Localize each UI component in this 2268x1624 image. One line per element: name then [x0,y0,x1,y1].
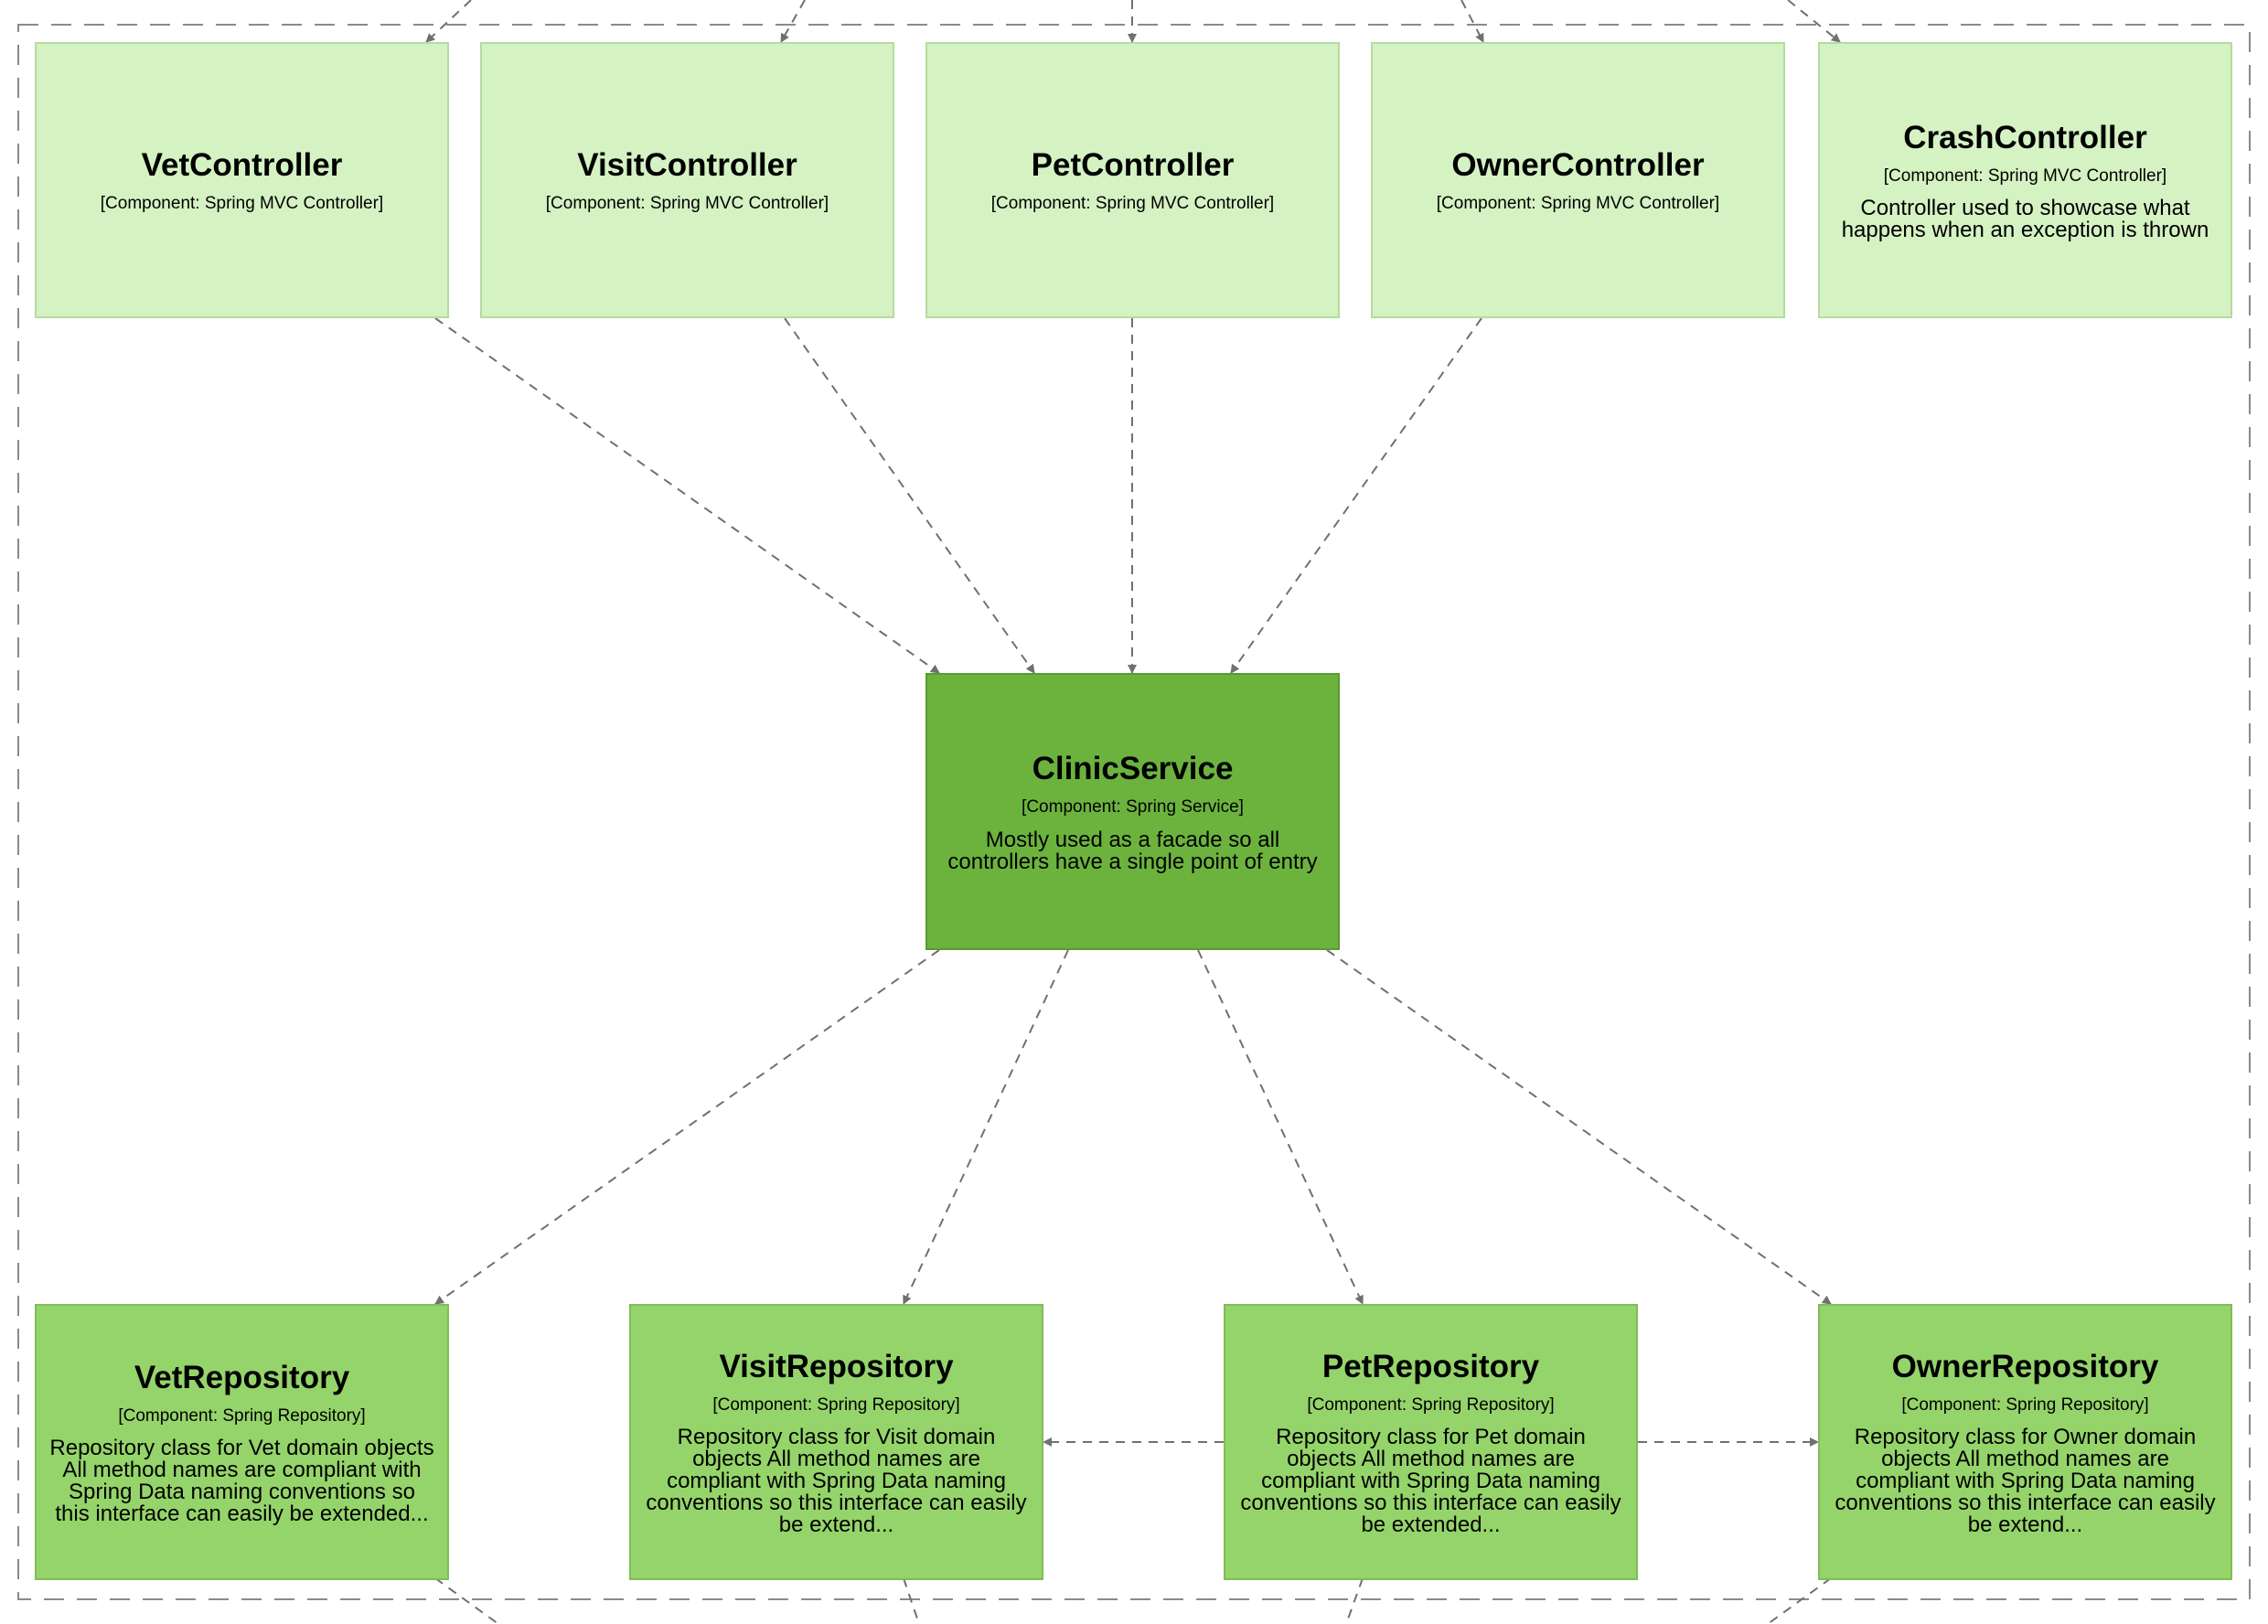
relationship-arrow-clinic-service-to-pet-repository [1197,949,1364,1305]
outgoing-line-pet-repository [1345,1577,1364,1624]
component-technology: [Component: Spring MVC Controller] [545,193,829,213]
relationship-arrow-visit-controller-to-clinic-service [784,317,1035,674]
incoming-arrow-owner-controller [1460,0,1484,43]
visit-repository-box[interactable]: VisitRepository [Component: Spring Repos… [629,1304,1043,1580]
component-technology: [Component: Spring Repository] [1901,1394,2149,1415]
component-name: OwnerRepository [1891,1348,2159,1384]
component-description: Mostly used as a facade so all controlle… [947,827,1318,874]
component-name: PetController [1031,146,1235,183]
relationship-arrow-clinic-service-to-visit-repository [903,949,1069,1305]
component-description: Repository class for Pet domain objects … [1240,1425,1621,1538]
component-name: OwnerController [1451,146,1705,183]
relationship-arrow-clinic-service-to-vet-repository [434,949,940,1305]
component-technology: [Component: Spring MVC Controller] [1883,166,2167,186]
pet-repository-box[interactable]: PetRepository [Component: Spring Reposit… [1224,1304,1638,1580]
component-description: Repository class for Vet domain objects … [49,1436,434,1527]
component-technology: [Component: Spring MVC Controller] [1436,193,1720,213]
component-technology: [Component: Spring MVC Controller] [990,193,1275,213]
incoming-arrow-vet-controller [425,0,472,43]
component-technology: [Component: Spring MVC Controller] [100,193,384,213]
owner-controller-box[interactable]: OwnerController [Component: Spring MVC C… [1371,42,1785,318]
owner-repository-box[interactable]: OwnerRepository [Component: Spring Repos… [1818,1304,2232,1580]
component-description: Repository class for Visit domain object… [646,1425,1027,1538]
pet-controller-box[interactable]: PetController [Component: Spring MVC Con… [925,42,1340,318]
component-description: Repository class for Owner domain object… [1835,1425,2216,1538]
relationship-arrow-vet-controller-to-clinic-service [434,317,940,674]
component-name: CrashController [1903,119,2147,155]
relationship-arrow-clinic-service-to-owner-repository [1326,949,1832,1305]
incoming-arrow-crash-controller [1787,0,1841,43]
component-technology: [Component: Spring Repository] [1307,1394,1555,1415]
component-name: VisitRepository [719,1348,954,1384]
outgoing-line-visit-repository [903,1577,920,1624]
clinic-service-box[interactable]: ClinicService [Component: Spring Service… [925,673,1340,950]
component-technology: [Component: Spring Repository] [118,1405,366,1426]
component-name: ClinicService [1032,751,1234,787]
relationship-arrow-owner-controller-to-clinic-service [1230,317,1482,674]
crash-controller-box[interactable]: CrashController [Component: Spring MVC C… [1818,42,2232,318]
component-technology: [Component: Spring Service] [1022,797,1244,817]
outgoing-line-owner-repository [1767,1577,1832,1624]
outgoing-line-vet-repository [434,1577,499,1624]
vet-controller-box[interactable]: VetController [Component: Spring MVC Con… [35,42,449,318]
component-technology: [Component: Spring Repository] [712,1394,960,1415]
vet-repository-box[interactable]: VetRepository [Component: Spring Reposit… [35,1304,449,1580]
component-name: VetRepository [134,1359,350,1395]
component-name: VisitController [577,146,797,183]
component-description: Controller used to showcase what happens… [1841,196,2209,243]
component-name: VetController [141,146,343,183]
visit-controller-box[interactable]: VisitController [Component: Spring MVC C… [480,42,894,318]
component-name: PetRepository [1321,1348,1540,1384]
system-boundary [17,24,2251,1600]
incoming-arrow-visit-controller [780,0,806,43]
